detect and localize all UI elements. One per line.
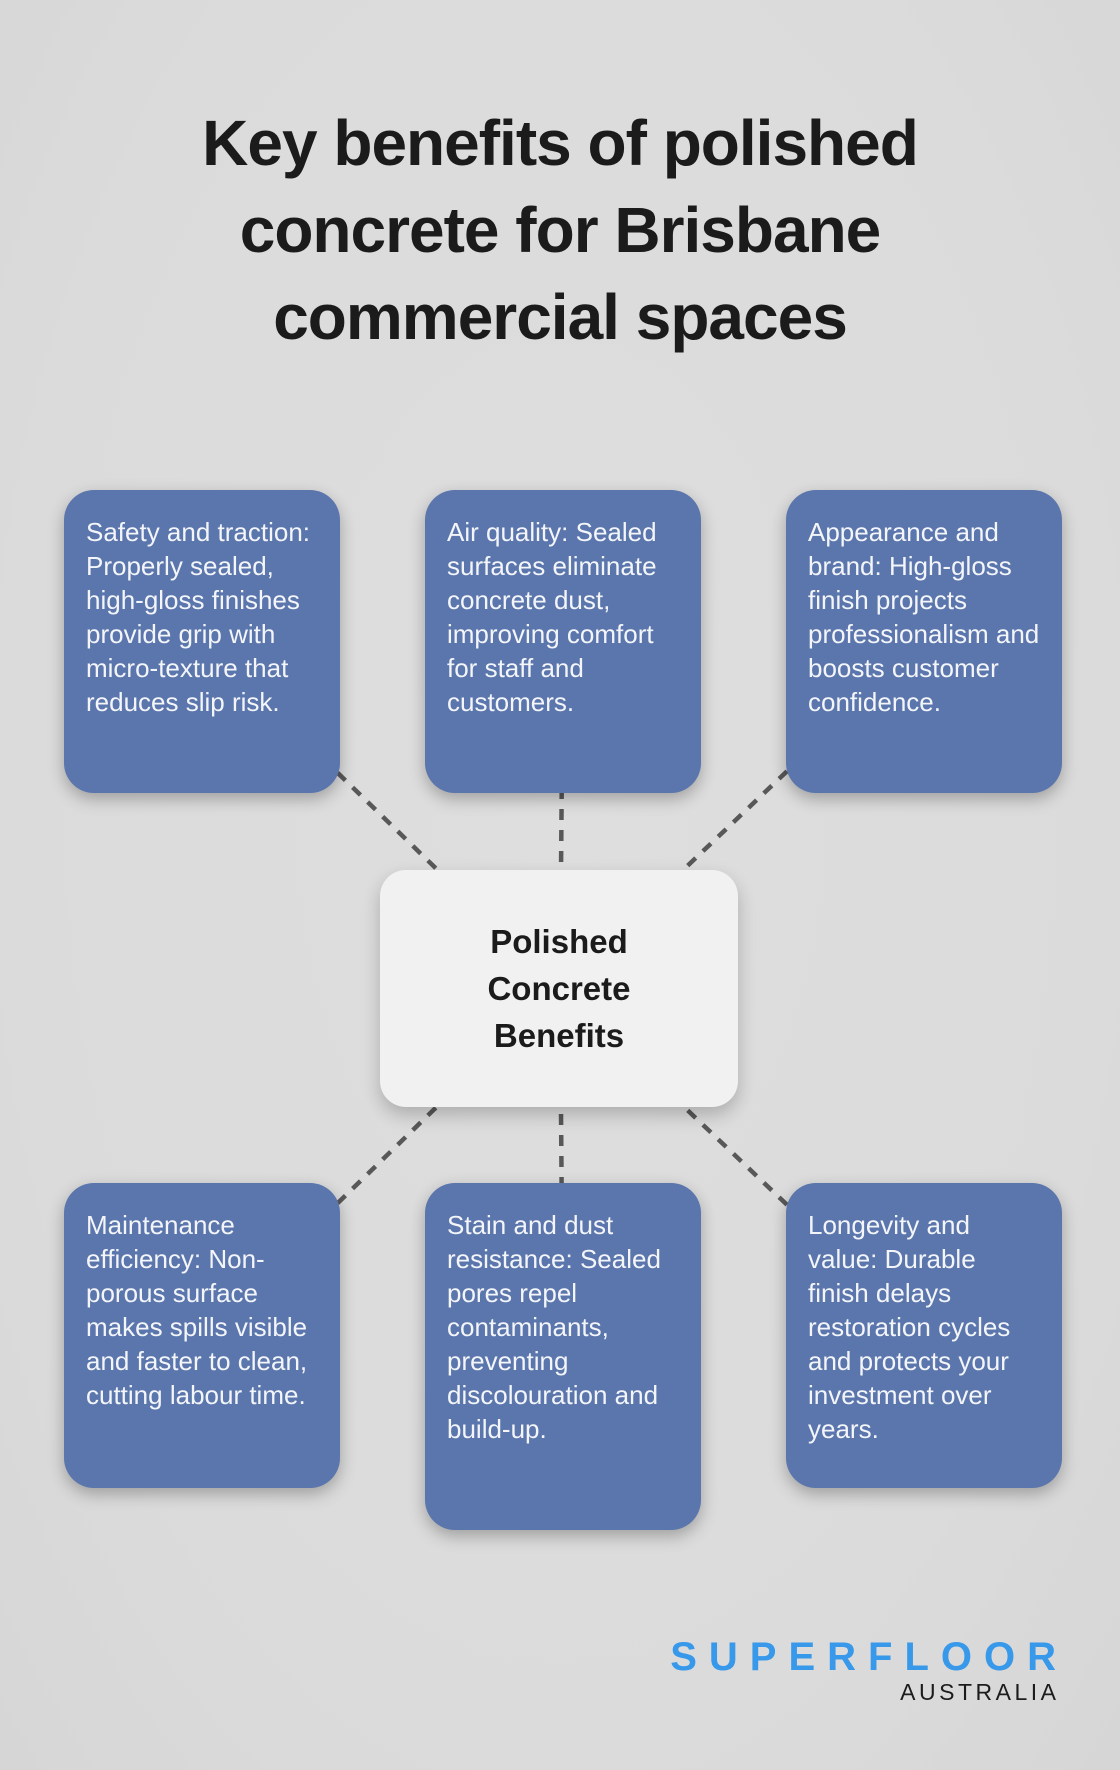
central-node: Polished Concrete Benefits <box>380 870 738 1107</box>
logo-brand-text: SUPERFLOOR <box>670 1635 1068 1679</box>
logo-sub-text: AUSTRALIA <box>900 1679 1060 1705</box>
benefit-text: Appearance and brand: High-gloss finish … <box>808 517 1040 717</box>
benefit-text: Safety and traction: Properly sealed, hi… <box>86 517 311 717</box>
connector-air-quality <box>557 640 566 989</box>
benefit-card-appearance-brand: Appearance and brand: High-gloss finish … <box>786 490 1062 793</box>
benefit-card-maintenance-efficiency: Maintenance efficiency: Non-porous surfa… <box>64 1183 340 1488</box>
benefit-card-stain-dust-resistance: Stain and dust resistance: Sealed pores … <box>425 1183 701 1530</box>
benefit-card-longevity-value: Longevity and value: Durable finish dela… <box>786 1183 1062 1488</box>
superfloor-logo: SUPERFLOOR AUSTRALIA <box>670 1636 1056 1706</box>
benefit-text: Maintenance efficiency: Non-porous surfa… <box>86 1210 308 1410</box>
benefit-card-safety-traction: Safety and traction: Properly sealed, hi… <box>64 490 340 793</box>
benefit-card-air-quality: Air quality: Sealed surfaces eliminate c… <box>425 490 701 793</box>
page-title: Key benefits of polished concrete for Br… <box>202 107 919 353</box>
benefit-text: Stain and dust resistance: Sealed pores … <box>447 1210 661 1444</box>
benefit-text: Air quality: Sealed surfaces eliminate c… <box>447 517 657 717</box>
central-node-label: Polished Concrete Benefits <box>487 923 631 1054</box>
benefit-text: Longevity and value: Durable finish dela… <box>808 1210 1011 1444</box>
